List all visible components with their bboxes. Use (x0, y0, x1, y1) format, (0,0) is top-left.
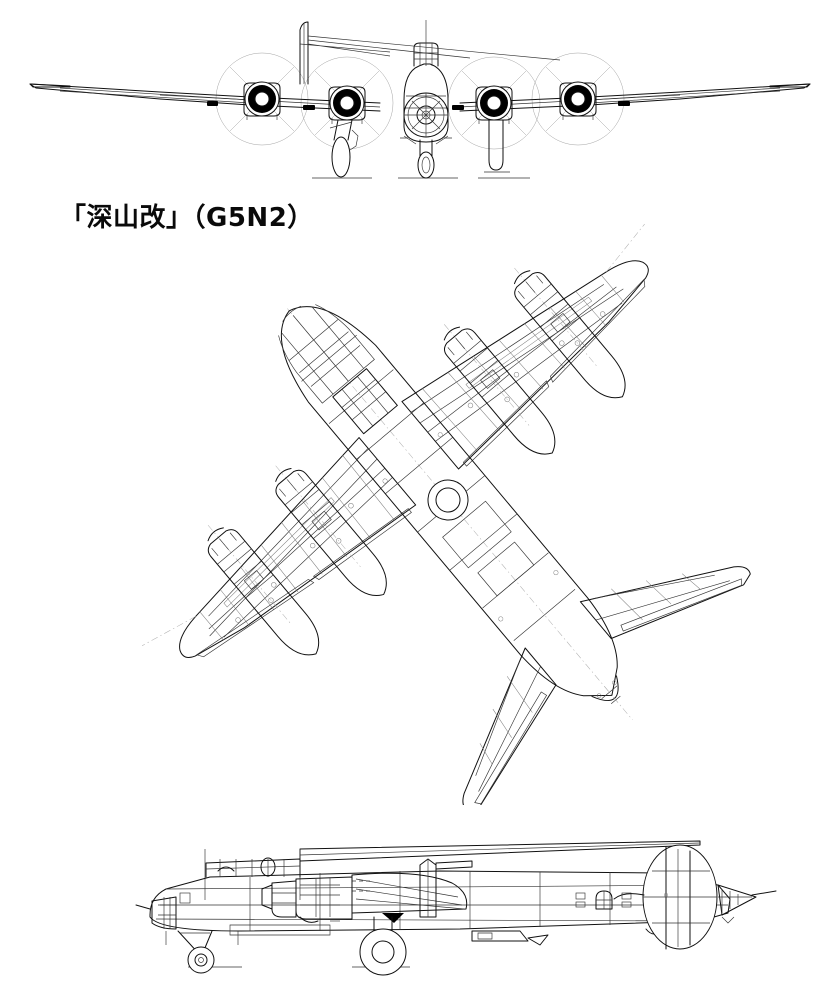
side-wing (204, 840, 701, 900)
front-nacelle-1 (243, 81, 281, 120)
plan-nacelle-r-inner (443, 326, 556, 455)
plan-nacelle-l-inner (275, 468, 387, 596)
front-nacelle-2 (328, 85, 366, 124)
side-elevation-view (0, 805, 837, 1000)
side-nose-gear (165, 930, 239, 974)
side-vertical-fin (613, 844, 718, 950)
plan-fuselage (278, 304, 618, 697)
plan-nacelle-l-outer (207, 527, 320, 656)
plan-horizontal-stabilizer-left (462, 647, 557, 805)
front-elevation-view (0, 0, 837, 195)
plan-horizontal-stabilizer-right (579, 566, 751, 639)
plan-tail-cone (591, 675, 633, 721)
front-vertical-fin (299, 21, 561, 85)
side-main-gear (359, 916, 407, 976)
front-nacelle-4 (559, 81, 597, 120)
front-main-gear-right (484, 119, 510, 173)
front-wing-left (29, 83, 381, 112)
drawing-caption: 「深山改」（G5N2） (60, 203, 314, 233)
plan-nacelle-r-outer (513, 270, 626, 399)
plan-wing-left (179, 437, 417, 658)
plan-nacelle-datums (207, 267, 599, 625)
front-main-gear-left (329, 119, 359, 178)
side-fuselage (135, 857, 731, 946)
front-fuselage (403, 20, 449, 143)
plan-view (60, 195, 837, 805)
side-tail-gun (717, 884, 777, 924)
front-nose-gear (400, 135, 452, 179)
front-wing-markers (207, 101, 630, 110)
side-engine-nacelle (261, 858, 473, 923)
front-nacelle-3 (475, 85, 513, 124)
